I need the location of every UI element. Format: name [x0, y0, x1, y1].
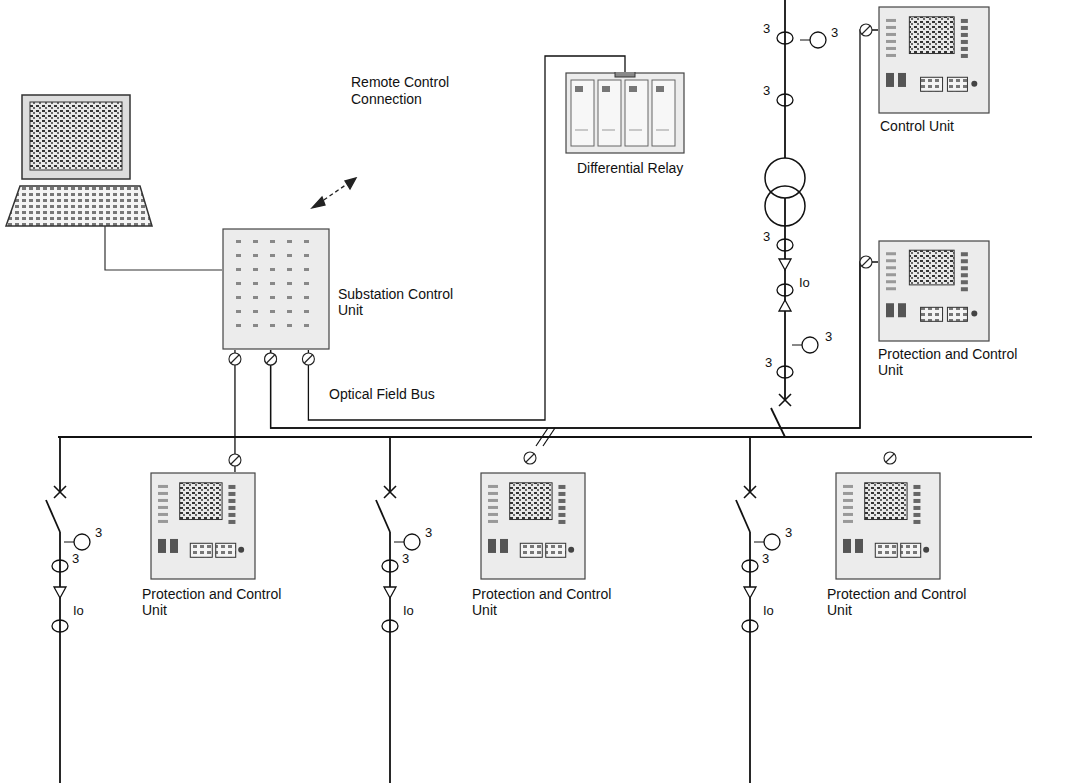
- bus-label: Optical Field Bus: [328, 386, 436, 403]
- device-label: Protection and Control Unit: [472, 586, 622, 618]
- optical-connector: [265, 353, 277, 365]
- control-unit-device: Control Unit: [878, 6, 990, 114]
- earth-current-label: Io: [762, 604, 775, 618]
- transformer-feeder: [765, 0, 826, 437]
- optical-connector: [524, 452, 536, 464]
- device-picture: [150, 472, 256, 580]
- optical-connector: [229, 454, 241, 466]
- device-picture: [835, 472, 941, 580]
- device-label: Differential Relay: [577, 160, 687, 176]
- earth-current-label: Io: [798, 276, 811, 290]
- fiber-link: [308, 56, 625, 420]
- vt-ratio: 3: [424, 526, 433, 540]
- device-label: Protection and Control Unit: [142, 586, 292, 618]
- fiber-link: [271, 30, 878, 428]
- protection-unit-device: Protection and Control Unit: [835, 472, 941, 580]
- device-picture: [565, 72, 685, 154]
- vt-ratio: 3: [94, 526, 103, 540]
- device-label: Protection and Control Unit: [827, 586, 977, 618]
- device-label: Control Unit: [880, 118, 1020, 134]
- ct-ratio: 3: [401, 552, 410, 566]
- ct-ratio: 3: [761, 552, 770, 566]
- vt-ratio: 3: [784, 526, 793, 540]
- device-picture: [222, 228, 330, 350]
- optical-connector: [860, 256, 872, 268]
- ct-ratio: 3: [71, 552, 80, 566]
- ct-ratio: 3: [762, 230, 771, 244]
- ct-ratio: 3: [762, 22, 771, 36]
- optical-connector: [884, 452, 896, 464]
- remote-link-arrow: [312, 178, 356, 208]
- busbar: [58, 428, 1032, 446]
- optical-connector: [860, 24, 872, 36]
- control-unit-cabinet: Substation Control Unit: [222, 228, 330, 350]
- link-label: Remote Control Connection: [350, 74, 464, 108]
- optical-connector: [265, 353, 277, 365]
- vt-ratio: 3: [830, 26, 839, 40]
- earth-current-label: Io: [402, 604, 415, 618]
- device-picture: [878, 6, 990, 114]
- optical-connector: [229, 353, 241, 365]
- protection-unit-device: Protection and Control Unit: [150, 472, 256, 580]
- device-picture: [480, 472, 586, 580]
- optical-connector: [302, 353, 314, 365]
- ct-ratio: 3: [762, 84, 771, 98]
- earth-current-label: Io: [72, 604, 85, 618]
- protection-unit-device: Protection and Control Unit: [480, 472, 586, 580]
- device-picture: [878, 240, 990, 342]
- computer-icon: [6, 95, 222, 270]
- device-label: Protection and Control Unit: [878, 346, 1028, 378]
- outgoing-feeders: [46, 437, 780, 783]
- ct-ratio: 3: [764, 356, 773, 370]
- vt-ratio: 3: [824, 330, 833, 344]
- relay-rack: Differential Relay: [565, 72, 685, 154]
- device-label: Substation Control Unit: [338, 286, 458, 318]
- protection-unit-device: Protection and Control Unit: [878, 240, 990, 342]
- fiber-link: [271, 262, 878, 428]
